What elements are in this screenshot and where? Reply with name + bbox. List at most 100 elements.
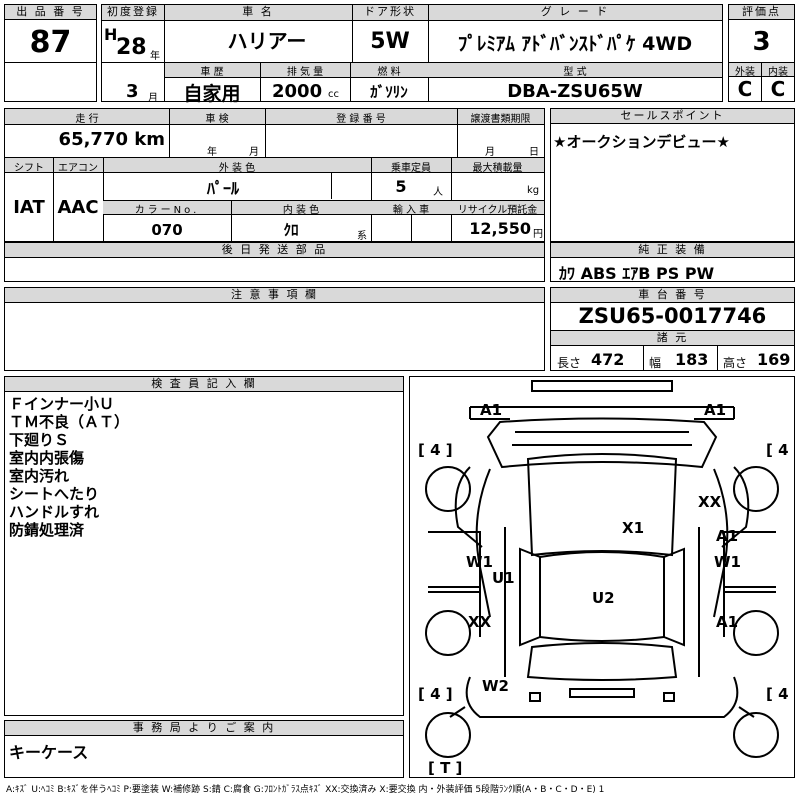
selling-point-box: セールスポイント ★オークションデビュー★ (550, 108, 795, 242)
later-parts-label: 後 日 発 送 部 品 (5, 243, 544, 258)
reg-no-label: 登 録 番 号 (336, 114, 386, 125)
int-color-unit: 系 (357, 231, 367, 242)
interior-grade: C (770, 77, 786, 101)
length-value: 472 (591, 350, 625, 369)
damage-mark: W2 (482, 677, 509, 695)
info-block: 走 行 車 検 登 録 番 号 譲渡書類期限 65,770 km 年 月 月 日… (4, 108, 545, 242)
shift-label: シフト (14, 163, 44, 174)
damage-mark: XX (698, 493, 722, 511)
transfer-label: 譲渡書類期限 (470, 114, 531, 125)
recycle-fee: 12,550 (469, 219, 531, 238)
displacement: 2000 (272, 81, 323, 102)
genuine-label: 純 正 装 備 (551, 243, 794, 258)
max-load-unit: kg (527, 185, 540, 196)
height-label: 高さ (723, 356, 748, 370)
car-name-label: 車 名 (242, 5, 274, 18)
inspector-note-line: Ｆインナー小Ｕ (9, 395, 115, 413)
car-diagram-box: A1 A1 [ 4 ] [ 4 ] XX X1 A1 W1 W1 U1 U2 X… (409, 376, 795, 778)
lot-number-label: 出 品 番 号 (5, 5, 96, 20)
spec-label: 諸 元 (551, 330, 794, 346)
import-label: 輸 入 車 (392, 205, 430, 216)
ext-color-label: 外 装 色 (218, 163, 256, 174)
genuine-equipment: ｶﾜ ABS ｴｱB PS PW (559, 264, 715, 283)
interior-label: 内装 (768, 67, 788, 78)
damage-mark: [ 4 ] (418, 441, 453, 459)
car-diagram: A1 A1 [ 4 ] [ 4 ] XX X1 A1 W1 W1 U1 U2 X… (418, 380, 794, 777)
ac: AAC (57, 197, 99, 218)
model-label: 型 式 (563, 67, 587, 78)
recycle-label: リサイクル預託金 (457, 205, 538, 216)
era: H (104, 25, 118, 44)
capacity: 5 (395, 177, 407, 196)
damage-mark: U1 (492, 569, 515, 587)
office-label: 事 務 局 よ り ご 案 内 (5, 721, 403, 736)
inspector-note-line: シートへたり (9, 485, 100, 503)
inspector-note-line: ＴＭ不良（ＡＴ） (9, 413, 130, 431)
door-type: 5W (370, 29, 410, 54)
damage-mark: W1 (714, 553, 741, 571)
shift: IAT (13, 197, 45, 218)
inspection-month-unit: 月 (249, 147, 259, 158)
grade: ﾌﾟﾚﾐｱﾑ ｱﾄﾞﾊﾞﾝｽﾄﾞﾊﾟｹ 4WD (457, 33, 693, 55)
mileage-label: 走 行 (75, 114, 99, 125)
exterior-label: 外装 (735, 67, 755, 78)
inspector-note-line: 下廻りＳ (9, 431, 70, 449)
selling-point: ★オークションデビュー★ (553, 133, 730, 151)
max-load-label: 最大積載量 (472, 163, 523, 174)
fuel-label: 燃 料 (377, 67, 401, 78)
month-unit: 月 (148, 93, 158, 104)
later-parts-box: 後 日 発 送 部 品 (4, 242, 545, 282)
chassis-label: 車 台 番 号 (551, 288, 794, 303)
capacity-unit: 人 (433, 187, 443, 198)
header-row1: 初度登録 車 名 ドア形状 グ レ ー ド H 28 年 ハリアー 5W ﾌﾟﾚ… (101, 4, 723, 105)
legend: A:ｷｽﾞ U:ﾍｺﾐ B:ｷｽﾞを伴うﾍｺﾐ P:要塗装 W:補修跡 S:錆 … (6, 785, 605, 795)
recycle-unit: 円 (533, 229, 543, 240)
color-no: 070 (151, 221, 183, 239)
caution-label: 注 意 事 項 欄 (5, 288, 544, 303)
damage-mark: [ 4 ] (766, 685, 794, 703)
damage-mark: XX (468, 613, 492, 631)
score-label: 評価点 (729, 5, 794, 20)
inspector-label: 検 査 員 記 入 欄 (5, 377, 403, 392)
history: 自家用 (183, 83, 241, 105)
transfer-month-unit: 月 (485, 147, 495, 158)
damage-mark: U2 (592, 589, 615, 607)
chassis-box: 車 台 番 号 ZSU65-0017746 諸 元 長さ 472 幅 183 高… (550, 287, 795, 371)
height-value: 169 (757, 350, 791, 369)
length-label: 長さ (557, 356, 582, 370)
door-label: ドア形状 (364, 5, 416, 18)
damage-mark: X1 (622, 519, 644, 537)
lot-number: 87 (29, 25, 72, 60)
damage-mark: [ 4 ] (418, 685, 453, 703)
damage-mark: A1 (704, 401, 726, 419)
inspection-label: 車 検 (205, 114, 229, 125)
int-color-label: 内 装 色 (282, 205, 320, 216)
transfer-day-unit: 日 (529, 147, 539, 158)
width-value: 183 (675, 350, 709, 369)
office-box: 事 務 局 よ り ご 案 内 キーケース (4, 720, 404, 778)
int-color: ｸﾛ (283, 221, 299, 239)
exterior-grade: C (737, 77, 753, 101)
lot-number-cell: 出 品 番 号 87 (4, 4, 97, 102)
inspector-note-line: 室内内張傷 (9, 449, 85, 467)
selling-point-label: セールスポイント (551, 109, 794, 124)
caution-box: 注 意 事 項 欄 (4, 287, 545, 371)
damage-mark: A1 (716, 527, 738, 545)
damage-mark: A1 (716, 613, 738, 631)
reg-year: 28 (116, 35, 147, 60)
mileage: 65,770 km (58, 129, 165, 150)
inspector-note-line: 室内汚れ (9, 467, 70, 485)
damage-mark: [ 4 ] (766, 441, 794, 459)
ext-color: ﾊﾟｰﾙ (206, 179, 239, 198)
ac-label: エアコン (58, 163, 98, 174)
score: 3 (752, 27, 771, 57)
color-no-label: カラーNo. (134, 205, 200, 216)
first-reg-label: 初度登録 (107, 5, 159, 18)
inspector-note-line: ハンドルすれ (9, 503, 100, 521)
inspector-note-line: 防錆処理済 (9, 521, 85, 539)
displacement-unit: cc (328, 89, 339, 100)
genuine-equipment-box: 純 正 装 備 ｶﾜ ABS ｴｱB PS PW (550, 242, 795, 283)
office-note: キーケース (9, 743, 89, 762)
